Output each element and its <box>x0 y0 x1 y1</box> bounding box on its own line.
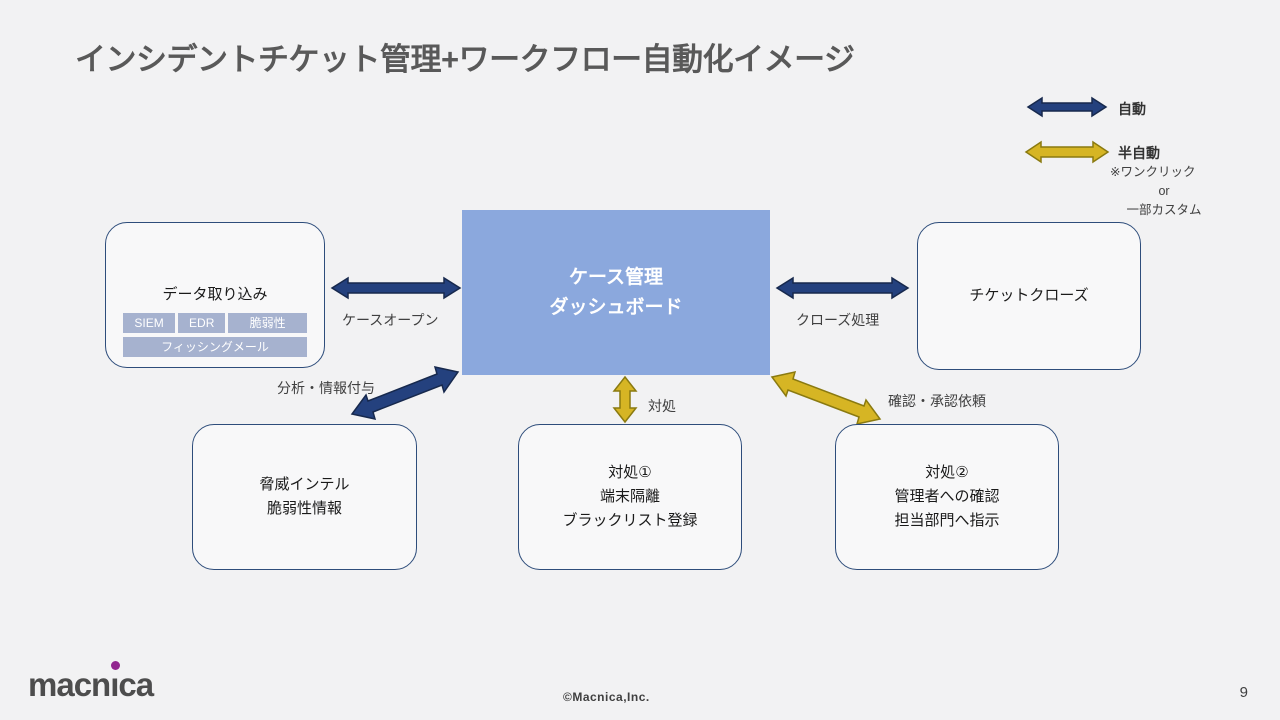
action1-line1: 対処① <box>608 464 652 481</box>
action1-line3: ブラックリスト登録 <box>562 512 698 529</box>
page-title: インシデントチケット管理+ワークフロー自動化イメージ <box>75 42 855 77</box>
case-dashboard-line1: ケース管理 <box>568 267 664 289</box>
auto-arrow-close <box>775 276 910 300</box>
action2-line3: 担当部門へ指示 <box>894 512 1000 529</box>
ticket-close-label: チケットクローズ <box>969 287 1089 304</box>
box-action2: 対処② 管理者への確認 担当部門へ指示 <box>835 424 1059 570</box>
legend-semi-auto-label: 半自動 <box>1118 145 1160 161</box>
box-ticket-close: チケットクローズ <box>917 222 1141 370</box>
box-action1: 対処① 端末隔離 ブラックリスト登録 <box>518 424 742 570</box>
logo-text-left: macn <box>28 666 111 703</box>
tag-edr: EDR <box>178 313 226 333</box>
legend-semi-auto-note: ※ワンクリック or 一部カスタム <box>1110 163 1218 219</box>
legend-note-line3: 一部カスタム <box>1126 202 1202 217</box>
legend-note-line2: or <box>1158 183 1170 198</box>
logo-purple-dot-icon <box>111 661 121 670</box>
threat-intel-line1: 脅威インテル <box>259 476 350 493</box>
legend-auto-label: 自動 <box>1118 101 1146 117</box>
tag-siem: SIEM <box>123 313 176 333</box>
action2-line1: 対処② <box>925 464 969 481</box>
label-approval: 確認・承認依頼 <box>888 393 986 409</box>
label-action: 対処 <box>648 398 676 414</box>
legend-auto-arrow-icon <box>1026 96 1108 118</box>
copyright-text: ©Macnica,Inc. <box>563 690 650 704</box>
auto-arrow-case-open <box>330 276 462 300</box>
action2-line2: 管理者への確認 <box>894 488 1000 505</box>
logo-text-right: ca <box>118 666 154 703</box>
page-number: 9 <box>1239 684 1248 701</box>
semi-auto-arrow-action <box>612 375 638 424</box>
threat-intel-line2: 脆弱性情報 <box>266 500 342 517</box>
box-case-dashboard: ケース管理 ダッシュボード <box>462 210 770 375</box>
action1-line2: 端末隔離 <box>599 488 660 505</box>
data-ingest-title: データ取り込み <box>162 286 268 303</box>
logo-letter-i: ı <box>110 661 121 701</box>
box-data-ingest: データ取り込み SIEM EDR 脆弱性 フィッシングメール <box>105 222 325 368</box>
tag-phishing-mail: フィッシングメール <box>123 337 307 357</box>
label-analysis: 分析・情報付与 <box>277 380 375 396</box>
legend-semi-auto-arrow-icon <box>1024 140 1110 164</box>
box-threat-intel: 脅威インテル 脆弱性情報 <box>192 424 417 570</box>
label-close-process: クローズ処理 <box>796 312 880 328</box>
data-ingest-tag-row: SIEM EDR 脆弱性 <box>123 313 307 333</box>
legend-note-line1: ※ワンクリック <box>1110 165 1196 179</box>
label-case-open: ケースオープン <box>342 312 439 328</box>
tag-vulnerability: 脆弱性 <box>228 313 307 333</box>
semi-auto-arrow-approval <box>770 371 882 425</box>
case-dashboard-line2: ダッシュボード <box>549 296 683 318</box>
